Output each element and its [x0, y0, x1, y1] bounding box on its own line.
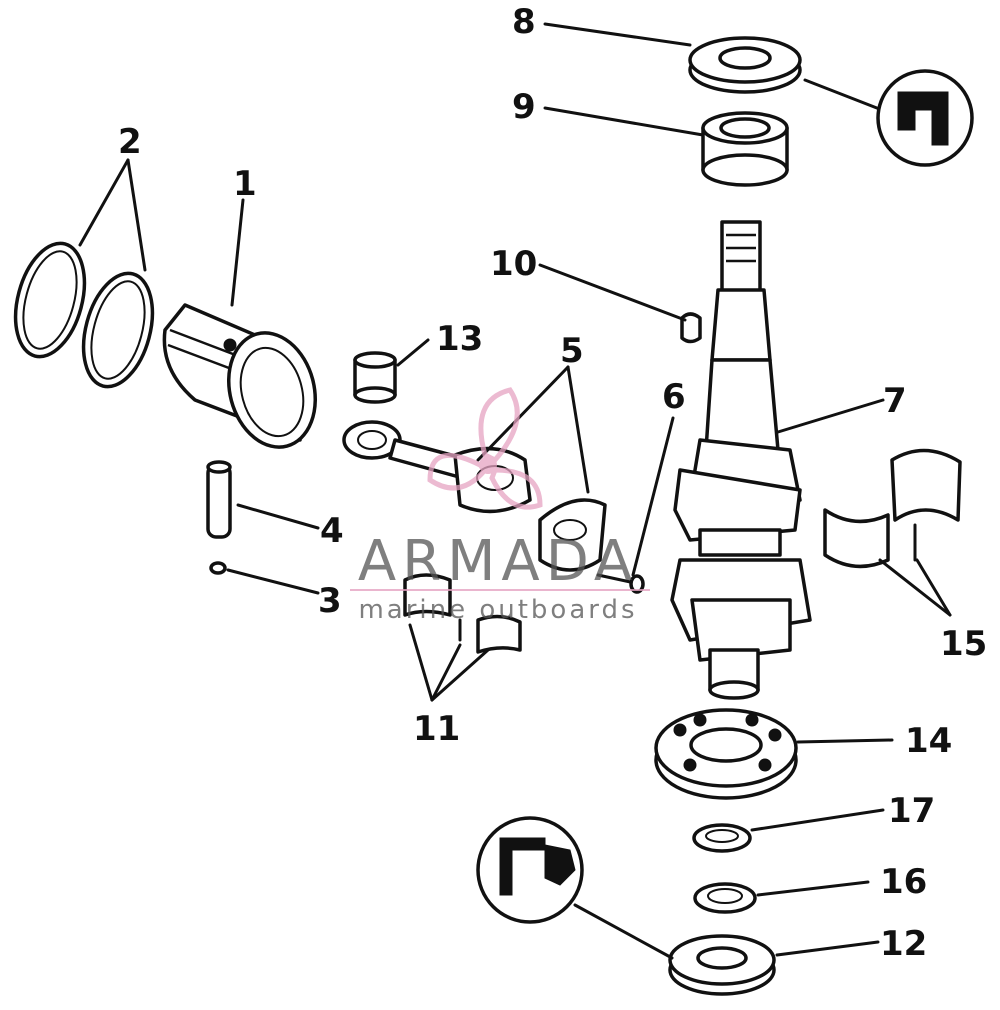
armada-watermark: ARMADA marine outboards	[350, 387, 650, 625]
lower-oil-seal	[668, 934, 776, 996]
seal-installer-inset-icon	[476, 816, 674, 960]
propeller-logo-icon	[427, 387, 543, 510]
main-bearing-halves	[823, 448, 962, 569]
retaining-ring-16	[693, 882, 757, 914]
piston-pin	[206, 460, 232, 539]
callout-11: 11	[413, 709, 460, 749]
callout-9: 9	[512, 87, 536, 127]
woodruff-key	[680, 312, 702, 344]
callout-2: 2	[118, 122, 142, 162]
callout-13: 13	[436, 319, 483, 359]
callout-14: 14	[905, 721, 952, 761]
retaining-ring-17	[692, 823, 752, 853]
rod-cap-screw	[596, 573, 645, 594]
callout-6: 6	[662, 377, 686, 417]
connecting-rod-cap	[538, 498, 607, 572]
upper-needle-bearing	[701, 111, 789, 187]
piston-pin-clip	[209, 561, 227, 575]
piston-rings	[13, 241, 155, 389]
callout-3: 3	[318, 581, 342, 621]
upper-oil-seal	[688, 36, 802, 94]
callout-labels: 8 9 2 1 10 13 5 6 7 4 3 15 11 14 17 16 1…	[118, 2, 987, 964]
callout-16: 16	[880, 862, 927, 902]
lower-ball-bearing	[654, 708, 798, 800]
callout-1: 1	[233, 164, 257, 204]
callout-4: 4	[320, 511, 344, 551]
callout-15: 15	[940, 624, 987, 664]
callout-10: 10	[490, 244, 537, 284]
callout-7: 7	[883, 381, 907, 421]
callout-12: 12	[880, 924, 927, 964]
callout-8: 8	[512, 2, 536, 42]
seal-tool-inset-icon	[803, 69, 974, 167]
wrist-pin-needle-bearing	[353, 351, 397, 404]
callout-5: 5	[560, 331, 584, 371]
leader-lines	[78, 22, 952, 957]
piston	[162, 303, 318, 449]
watermark-tagline: marine outboards	[358, 595, 637, 625]
callout-17: 17	[888, 791, 935, 831]
crankshaft	[670, 220, 812, 700]
watermark-brand: ARMADA	[358, 529, 638, 594]
